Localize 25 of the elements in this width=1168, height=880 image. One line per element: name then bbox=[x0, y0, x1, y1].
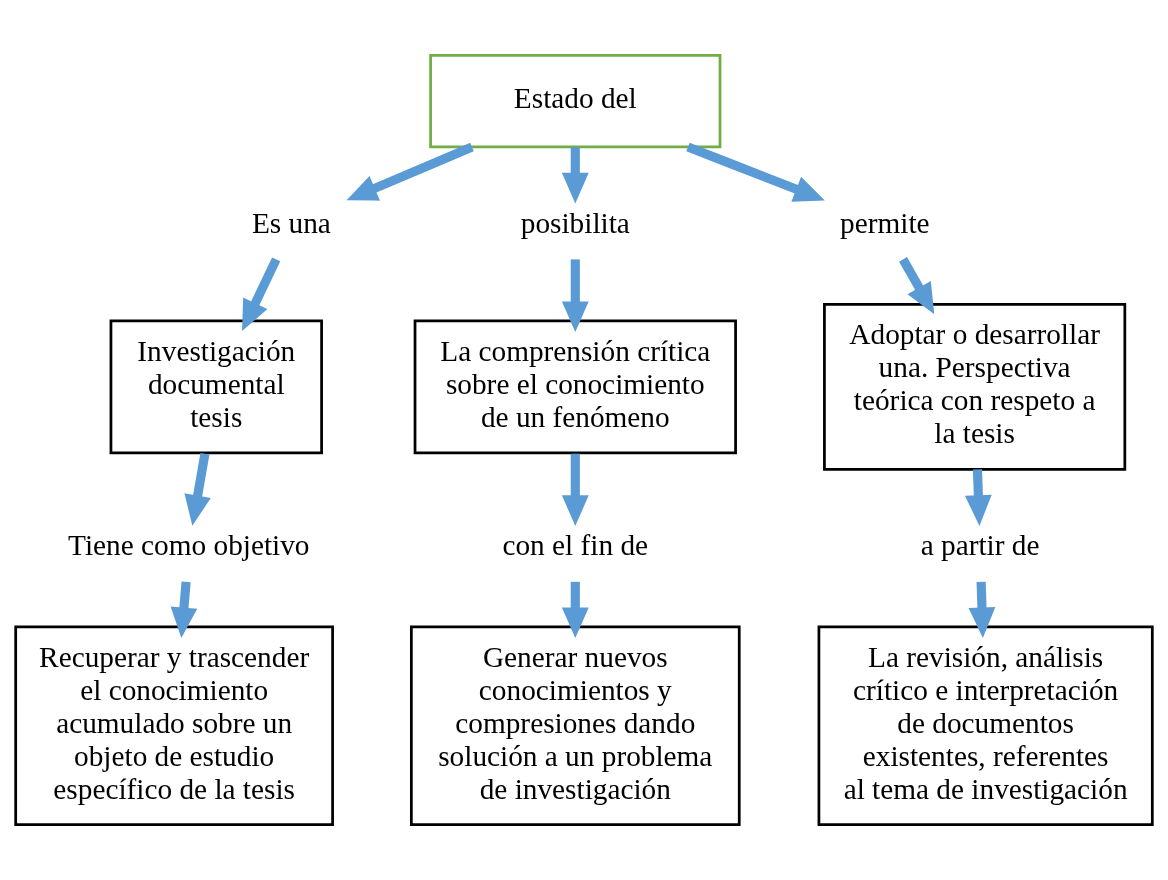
node-text: posibilita bbox=[520, 206, 630, 239]
arrow bbox=[184, 452, 211, 526]
arrow bbox=[686, 142, 825, 202]
node-box: Generar nuevos conocimientos y compresiones dando solución a un problema de investigación bbox=[410, 625, 741, 827]
node-box: Adoptar o desarrollar una. Perspectiva teórica con respeto a la tesis bbox=[823, 303, 1127, 471]
node-text: Tiene como objetivo bbox=[68, 529, 310, 562]
arrow bbox=[899, 257, 935, 315]
node-box: Recuperar y trascender el conocimiento acumulado sobre un objeto de estudio específico de la tesis bbox=[14, 625, 334, 827]
node-box: La comprensión crítica sobre el conocimiento de un fenómeno bbox=[413, 319, 737, 455]
node-box: Estado del bbox=[429, 53, 722, 149]
arrow bbox=[968, 581, 996, 639]
arrow bbox=[561, 259, 589, 333]
arrow bbox=[242, 257, 281, 331]
node-text: Es una bbox=[251, 206, 331, 239]
arrow bbox=[170, 581, 198, 639]
arrow bbox=[561, 147, 589, 204]
node-text: con el fin de bbox=[502, 529, 649, 562]
arrow bbox=[346, 142, 474, 201]
node-text: a partir de bbox=[920, 529, 1040, 562]
node-box: La revisión, análisis crítico e interpretación de documentos existentes, referentes al tema de investigación bbox=[817, 625, 1154, 827]
arrow bbox=[561, 453, 589, 526]
node-box: Investigación documental tesis bbox=[109, 319, 323, 455]
arrow bbox=[964, 469, 992, 526]
arrow bbox=[561, 581, 589, 639]
node-text: permite bbox=[840, 206, 930, 239]
